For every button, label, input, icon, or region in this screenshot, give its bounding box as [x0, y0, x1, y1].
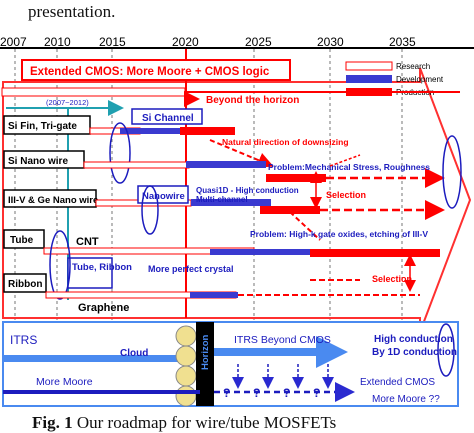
graphene-label: Graphene [78, 302, 129, 314]
legend-development-swatch [346, 75, 392, 83]
multi-channel-label: Multi-channel [196, 195, 248, 204]
natural-direction-arrow [209, 139, 274, 168]
selection2-label: Selection [372, 274, 412, 284]
more-moore-label: More Moore [36, 376, 93, 388]
legend-research-swatch [345, 61, 393, 71]
si-channel-label: Si Channel [142, 113, 194, 124]
row-label-tube: Tube [10, 235, 34, 246]
extended-cmos-banner-text: Extended CMOS: More Moore + CMOS logic [30, 66, 270, 78]
header-fragment: presentation. [28, 2, 116, 21]
si-nano-production-bar [266, 174, 326, 182]
tube-ribbon-label: Tube, Ribbon [72, 262, 132, 273]
si-channel-box [131, 108, 203, 125]
row-label-box-tube [3, 229, 45, 249]
row-label-box-ribbon [3, 273, 47, 293]
beyond-horizon-label: Beyond the horizon [206, 95, 299, 106]
caption-text: Our roadmap for wire/tube MOSFETs [76, 413, 337, 432]
cnt-ellipse [49, 230, 71, 300]
right-ellipse [442, 135, 462, 209]
si-nano-research-bar [83, 161, 190, 169]
year-axis: 2007 2010 2015 2020 2025 2030 2035 [0, 35, 474, 49]
row-label-ribbon: Ribbon [8, 279, 42, 290]
year-2020: 2020 [172, 35, 199, 49]
extended-cmos-banner [21, 59, 291, 81]
svg-text:?: ? [253, 386, 260, 400]
beyond-cmos-bar [214, 348, 326, 356]
graphene-development-bar [190, 292, 238, 298]
iii-v-production-bar [260, 206, 320, 214]
year-2035: 2035 [389, 35, 416, 49]
beyond-cmos-label: ITRS Beyond CMOS [234, 334, 331, 346]
problem1-label: Problem:Mechanical Stress, Roughness [268, 162, 430, 172]
svg-text:?: ? [283, 386, 290, 400]
by-1d-label: By 1D conduction [372, 347, 457, 358]
year-2025: 2025 [245, 35, 272, 49]
legend-development: Development [396, 75, 444, 84]
si-fin-development-bar [120, 128, 180, 134]
quasi1d-label: Quasi1D - High conduction [196, 186, 299, 195]
row-label-si-nano: Si Nano wire [8, 156, 68, 167]
svg-text:?: ? [223, 386, 230, 400]
itrs-bar [3, 355, 181, 362]
iii-v-development-bar [191, 199, 271, 206]
itrs-label: ITRS [10, 333, 37, 347]
row-label-box-iii-v [3, 189, 97, 208]
cnt-production-bar [310, 249, 440, 257]
row-label-box-si-nano [3, 150, 85, 169]
meti-years: (2007~2012) [46, 98, 89, 107]
extended-cmos-label: Extended CMOS [360, 377, 435, 388]
top-research-bar [1, 87, 186, 97]
year-2010: 2010 [44, 35, 71, 49]
question-arrows: ? ? ? ? [223, 364, 334, 400]
row-label-si-fin: Si Fin, Tri-gate [8, 121, 77, 132]
tube-ribbon-box [67, 257, 113, 289]
problem2-label: Problem: High-k gate oxides, etching of … [250, 229, 428, 239]
legend-research: Research [396, 62, 430, 71]
horizon-bar [196, 322, 214, 406]
beyond-horizon-arrow [184, 88, 200, 107]
year-2030: 2030 [317, 35, 344, 49]
cnt-label: CNT [76, 236, 99, 248]
bottom-right-ellipse [437, 323, 455, 377]
selection1-dashed-up [329, 154, 361, 167]
big-arrow-outline [2, 67, 472, 333]
figure-caption: Fig. 1 Our roadmap for wire/tube MOSFETs [32, 413, 336, 433]
selection1-dashed-down [289, 211, 321, 241]
si-channel-ellipse [109, 122, 131, 184]
nanowire-ellipse [141, 185, 159, 235]
year-2015: 2015 [99, 35, 126, 49]
high-conduction-label: High conduction [374, 334, 453, 345]
year-2007: 2007 [0, 35, 27, 49]
row-label-iii-v: III-V & Ge Nano wire [8, 195, 98, 206]
caption-label: Fig. 1 [32, 413, 73, 432]
crystal-label: More perfect crystal [148, 264, 234, 274]
si-nano-development-bar [186, 161, 266, 168]
cloud-label: Cloud [120, 348, 148, 359]
si-fin-production-bar [180, 127, 235, 135]
horizon-label: Horizon [200, 334, 211, 370]
more-moore-q-label: More Moore ?? [372, 394, 440, 405]
cnt-development-bar [210, 249, 310, 255]
svg-text:?: ? [313, 386, 320, 400]
natural-direction-label: Natural direction of downsizing [222, 137, 349, 147]
row-label-box-si-fin [3, 115, 91, 135]
selection1-label: Selection [326, 190, 366, 200]
nanowire-label: Nanowire [142, 191, 185, 202]
nanowire-box [137, 185, 189, 204]
